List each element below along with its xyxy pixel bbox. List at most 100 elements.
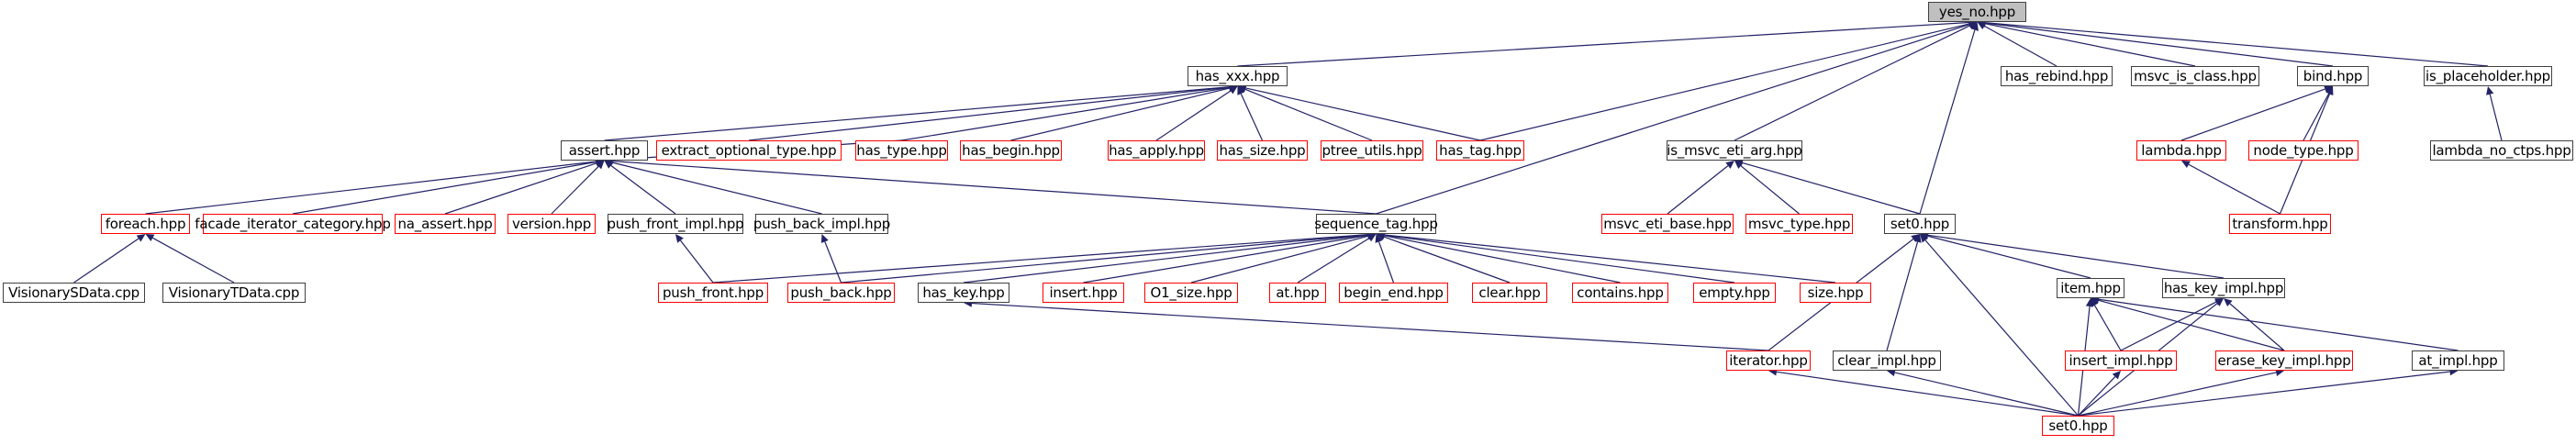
graph-node-has_tag[interactable]: has_tag.hpp xyxy=(1436,140,1524,161)
graph-node-has_size[interactable]: has_size.hpp xyxy=(1217,140,1308,161)
graph-node-insert[interactable]: insert.hpp xyxy=(1043,283,1124,303)
graph-node-empty[interactable]: empty.hpp xyxy=(1693,283,1776,303)
graph-edge xyxy=(1240,93,1264,141)
graph-node-label: has_key.hpp xyxy=(922,284,1005,301)
graph-node-visionary_s[interactable]: VisionarySData.cpp xyxy=(3,283,145,303)
graph-edge xyxy=(2120,301,2217,351)
graph-edge xyxy=(2093,305,2122,351)
graph-edge xyxy=(1244,88,1373,141)
graph-node-lambda[interactable]: lambda.hpp xyxy=(2136,140,2226,161)
graph-node-yes_no[interactable]: yes_no.hpp xyxy=(1928,2,2026,22)
graph-edge xyxy=(2098,298,2459,351)
graph-edge xyxy=(1667,165,1729,215)
graph-node-na_assert[interactable]: na_assert.hpp xyxy=(395,214,496,234)
graph-edge xyxy=(1734,25,1970,141)
graph-node-has_apply[interactable]: has_apply.hpp xyxy=(1108,140,1205,161)
graph-node-set0_mid[interactable]: set0.hpp xyxy=(1884,214,1956,234)
graph-node-is_msvc_eti_arg[interactable]: is_msvc_eti_arg.hpp xyxy=(1667,140,1802,161)
graph-edge xyxy=(1237,21,1969,67)
graph-edge xyxy=(963,234,1368,284)
graph-edge-arrowhead xyxy=(2091,298,2099,307)
graph-node-push_back_impl[interactable]: push_back_impl.hpp xyxy=(753,214,890,234)
graph-node-label: has_xxx.hpp xyxy=(1195,67,1280,84)
graph-node-size[interactable]: size.hpp xyxy=(1800,283,1871,303)
graph-edge xyxy=(1245,87,1481,141)
graph-edge-arrowhead xyxy=(136,234,146,242)
graph-node-msvc_eti_base[interactable]: msvc_eti_base.hpp xyxy=(1601,214,1734,234)
graph-edge xyxy=(971,302,1769,351)
graph-node-lambda_no_ctps[interactable]: lambda_no_ctps.hpp xyxy=(2430,140,2573,161)
graph-node-o1_size[interactable]: O1_size.hpp xyxy=(1144,283,1238,303)
graph-node-push_front[interactable]: push_front.hpp xyxy=(658,283,768,303)
graph-node-item[interactable]: item.hpp xyxy=(2057,278,2124,298)
graph-node-clear[interactable]: clear.hpp xyxy=(1472,283,1547,303)
graph-edge xyxy=(1985,22,2489,67)
graph-node-label: foreach.hpp xyxy=(105,215,186,232)
graph-node-at_impl[interactable]: at_impl.hpp xyxy=(2412,350,2504,371)
graph-edge xyxy=(712,234,1368,284)
graph-edge-arrowhead xyxy=(1970,22,1979,31)
graph-node-msvc_is_class[interactable]: msvc_is_class.hpp xyxy=(2131,66,2259,86)
graph-node-set0_bottom[interactable]: set0.hpp xyxy=(2042,416,2114,436)
graph-node-has_begin[interactable]: has_begin.hpp xyxy=(960,140,1062,161)
graph-node-label: size.hpp xyxy=(1807,284,1864,301)
graph-node-label: clear.hpp xyxy=(1478,284,1541,301)
graph-edge xyxy=(2188,163,2280,215)
graph-node-ptree_utils[interactable]: ptree_utils.hpp xyxy=(1321,140,1423,161)
graph-edge-arrowhead xyxy=(1734,161,1744,169)
graph-node-clear_impl[interactable]: clear_impl.hpp xyxy=(1833,350,1941,371)
graph-node-label: iterator.hpp xyxy=(1729,351,1808,369)
graph-node-push_back[interactable]: push_back.hpp xyxy=(787,283,895,303)
graph-edge xyxy=(1776,371,2079,417)
graph-edge xyxy=(841,234,1368,284)
graph-node-transform[interactable]: transform.hpp xyxy=(2229,214,2331,234)
graph-node-has_key[interactable]: has_key.hpp xyxy=(918,283,1009,303)
graph-edge xyxy=(1927,235,2091,279)
graph-edge-arrowhead xyxy=(595,159,605,167)
graph-node-label: push_front_impl.hpp xyxy=(607,215,744,232)
graph-edge xyxy=(152,237,235,284)
graph-node-label: msvc_eti_base.hpp xyxy=(1603,215,1732,232)
graph-edge-arrowhead xyxy=(1375,234,1383,243)
graph-node-has_xxx[interactable]: has_xxx.hpp xyxy=(1188,66,1288,86)
graph-node-at[interactable]: at.hpp xyxy=(1269,283,1326,303)
graph-node-label: lambda.hpp xyxy=(2141,141,2222,159)
graph-edge xyxy=(612,161,822,215)
graph-node-label: version.hpp xyxy=(511,215,592,232)
graph-edge xyxy=(1297,238,1370,284)
graph-node-label: has_rebind.hpp xyxy=(2004,67,2109,84)
graph-node-has_rebind2[interactable]: has_rebind.hpp xyxy=(2001,66,2113,86)
graph-edge xyxy=(2303,93,2330,141)
graph-node-node_type[interactable]: node_type.hpp xyxy=(2248,140,2359,161)
graph-node-label: facade_iterator_category.hpp xyxy=(195,215,391,232)
graph-node-label: has_apply.hpp xyxy=(1109,141,1204,159)
graph-edge-arrowhead xyxy=(2486,86,2494,95)
graph-node-push_front_impl[interactable]: push_front_impl.hpp xyxy=(607,214,744,234)
graph-edge xyxy=(444,162,597,215)
graph-node-facade_iterator_category[interactable]: facade_iterator_category.hpp xyxy=(195,214,391,234)
graph-node-label: push_back.hpp xyxy=(790,284,892,301)
graph-node-has_type[interactable]: has_type.hpp xyxy=(855,140,948,161)
graph-node-extract_optional_type[interactable]: extract_optional_type.hpp xyxy=(656,140,842,161)
graph-node-visionary_t[interactable]: VisionaryTData.cpp xyxy=(162,283,306,303)
graph-node-msvc_type[interactable]: msvc_type.hpp xyxy=(1745,214,1853,234)
graph-node-label: is_msvc_eti_arg.hpp xyxy=(1667,141,1802,159)
graph-node-bind[interactable]: bind.hpp xyxy=(2297,66,2369,86)
graph-node-is_placeholder[interactable]: is_placeholder.hpp xyxy=(2424,66,2552,86)
graph-node-sequence_tag[interactable]: sequence_tag.hpp xyxy=(1314,214,1438,234)
graph-node-has_key_impl[interactable]: has_key_impl.hpp xyxy=(2162,278,2285,298)
graph-node-contains[interactable]: contains.hpp xyxy=(1572,283,1668,303)
graph-edge-arrowhead xyxy=(596,161,605,170)
graph-edge xyxy=(2078,376,2116,417)
graph-node-begin_end[interactable]: begin_end.hpp xyxy=(1339,283,1448,303)
graph-node-erase_key_impl[interactable]: erase_key_impl.hpp xyxy=(2215,350,2353,371)
graph-node-assert[interactable]: assert.hpp xyxy=(561,140,648,161)
graph-node-foreach[interactable]: foreach.hpp xyxy=(101,214,190,234)
graph-edge-arrowhead xyxy=(1913,234,1922,243)
graph-edge xyxy=(2180,88,2325,141)
graph-node-label: push_front.hpp xyxy=(662,284,764,301)
graph-node-iterator[interactable]: iterator.hpp xyxy=(1726,350,1811,371)
graph-node-version[interactable]: version.hpp xyxy=(507,214,596,234)
graph-node-insert_impl[interactable]: insert_impl.hpp xyxy=(2065,350,2177,371)
